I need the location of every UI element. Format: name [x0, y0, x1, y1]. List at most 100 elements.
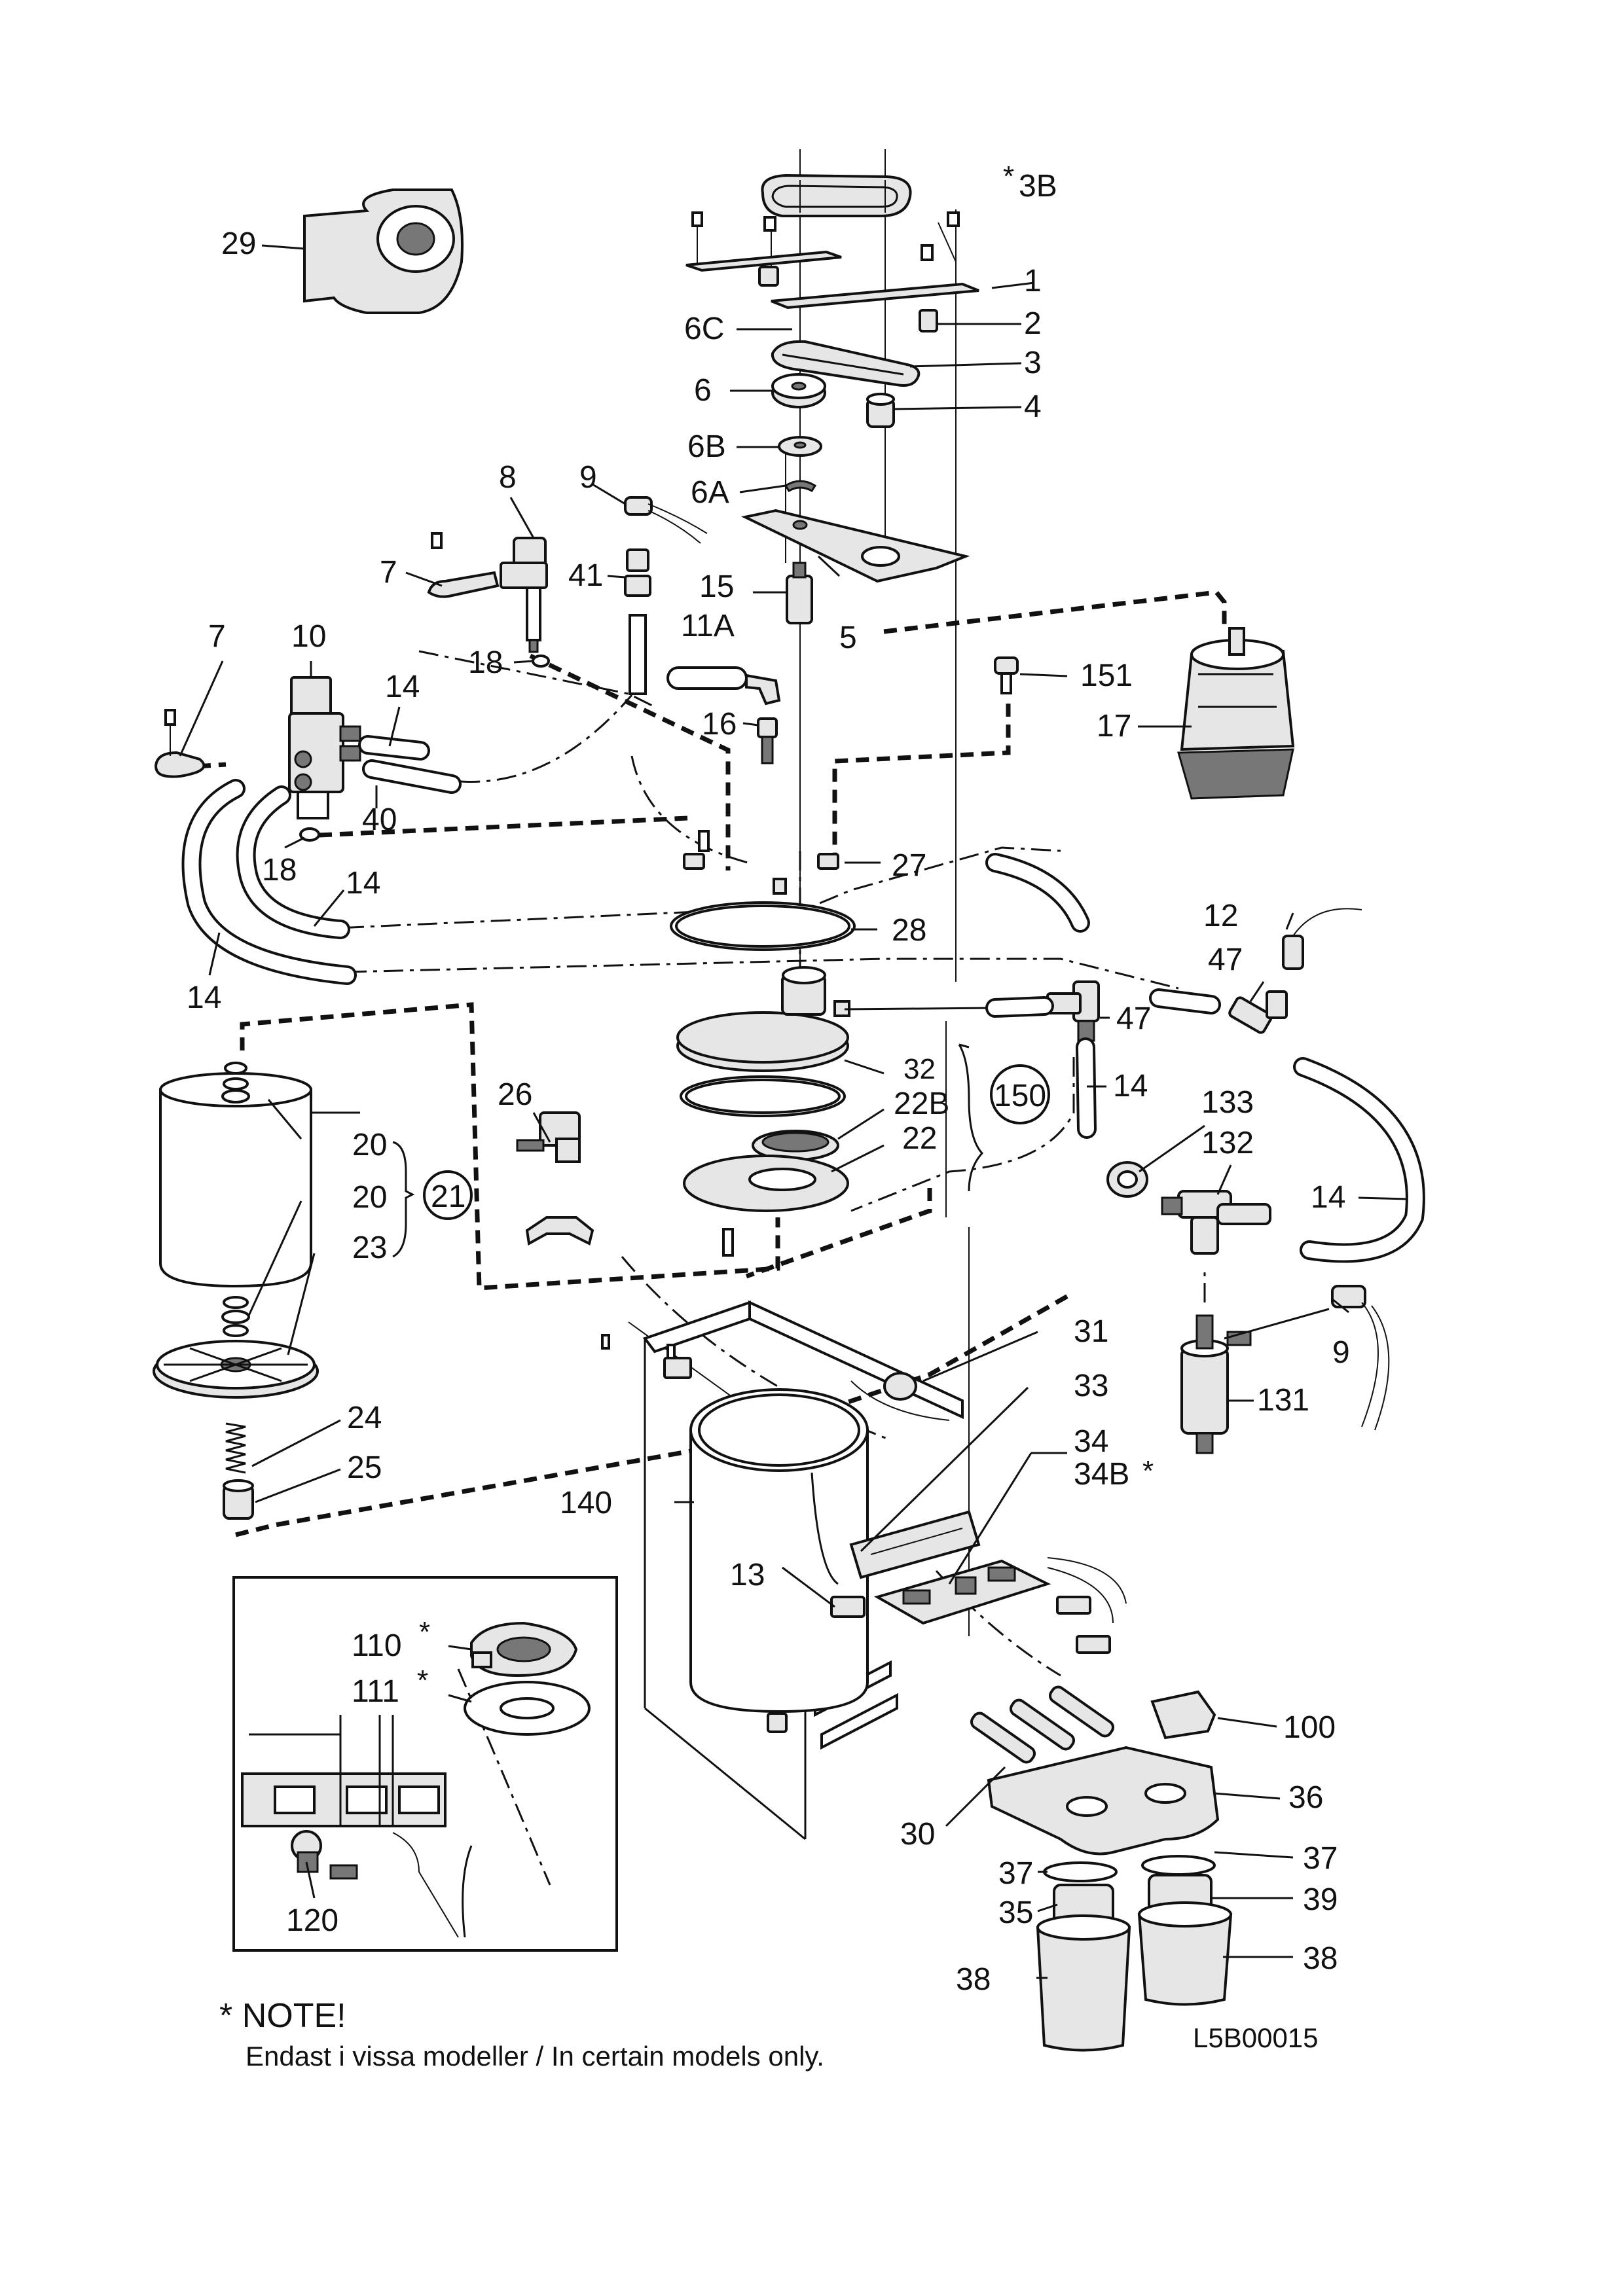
- nut-part-2: [919, 309, 938, 332]
- hose-segments-part-14: [985, 853, 1425, 1263]
- note-text: Endast i vissa modeller / In certain mod…: [246, 2041, 824, 2072]
- label-6A: 6A: [691, 475, 729, 510]
- label-151: 151: [1080, 658, 1133, 693]
- label-14-top: 14: [385, 670, 420, 704]
- label-47-mid: 47: [1116, 1001, 1151, 1036]
- label-14-right-mid: 14: [1113, 1069, 1148, 1103]
- label-20-top: 20: [352, 1128, 387, 1162]
- label-110-star: *: [419, 1616, 430, 1648]
- label-12: 12: [1203, 899, 1238, 933]
- label-100: 100: [1283, 1710, 1336, 1745]
- filter-cartridge-part-21: [159, 1062, 360, 1337]
- label-7-left: 7: [208, 619, 226, 654]
- sensor-part-12: [1282, 908, 1362, 970]
- label-1: 1: [1024, 264, 1042, 298]
- note-star: *: [219, 1997, 233, 2035]
- clamp-part-7-left: [154, 709, 206, 778]
- hose-part-14-short: [358, 735, 430, 761]
- label-34: 34: [1074, 1424, 1108, 1459]
- label-133: 133: [1201, 1085, 1254, 1120]
- label-120: 120: [286, 1903, 338, 1938]
- label-25: 25: [347, 1450, 382, 1485]
- label-9-top: 9: [579, 460, 597, 495]
- o-ring-part-18: [299, 655, 550, 842]
- label-15: 15: [699, 569, 734, 604]
- label-37-left: 37: [998, 1856, 1033, 1891]
- label-30: 30: [900, 1817, 935, 1852]
- label-32: 32: [903, 1053, 936, 1085]
- label-34B: 34B: [1074, 1457, 1129, 1492]
- callout-circle-150: 150: [990, 1064, 1050, 1124]
- label-17: 17: [1097, 709, 1131, 744]
- label-18-top: 18: [468, 645, 503, 680]
- belt-guard-part-3B: [761, 173, 912, 217]
- washer-part-6B: [778, 436, 822, 457]
- label-14-left: 14: [187, 980, 221, 1015]
- valve-block-part-10: [288, 676, 361, 819]
- label-39: 39: [1303, 1882, 1338, 1917]
- label-40: 40: [362, 802, 397, 837]
- circuit-board-part-33: [849, 1510, 981, 1579]
- label-5: 5: [839, 620, 857, 655]
- label-11A: 11A: [681, 609, 735, 643]
- label-23: 23: [352, 1230, 387, 1265]
- label-3B: 3B: [1019, 169, 1057, 204]
- label-38-left: 38: [956, 1962, 991, 1997]
- coupling-part-41: [624, 548, 651, 695]
- label-110: 110: [352, 1628, 402, 1663]
- cover-part-100: [1150, 1690, 1216, 1740]
- fitting-part-132: [1161, 1190, 1271, 1255]
- label-22B: 22B: [894, 1086, 949, 1121]
- valve-part-8: [500, 537, 548, 653]
- label-41: 41: [568, 558, 603, 593]
- screw-part-151: [994, 656, 1019, 694]
- label-6C: 6C: [684, 312, 724, 346]
- label-13: 13: [730, 1558, 765, 1592]
- clip-part-6A: [784, 480, 817, 493]
- label-132: 132: [1201, 1126, 1254, 1160]
- label-2: 2: [1024, 306, 1042, 341]
- label-6B: 6B: [687, 429, 726, 464]
- label-34B-star: *: [1142, 1455, 1154, 1487]
- label-22: 22: [902, 1121, 937, 1156]
- label-4: 4: [1024, 389, 1042, 424]
- cup-part-38: [1036, 1901, 1233, 2052]
- manifold-part-36: [987, 1746, 1220, 1856]
- callout-circle-21: 21: [423, 1170, 473, 1220]
- valve-part-131: [1180, 1314, 1252, 1454]
- pulley-part-6: [771, 373, 826, 408]
- label-14-mid: 14: [346, 866, 380, 901]
- heating-elements-part-30: [970, 1685, 1115, 1764]
- base-wheel-part-23: [153, 1340, 319, 1399]
- hose-part-40: [362, 759, 462, 794]
- circuit-board-part-34: [873, 1557, 1127, 1654]
- plug-part-25: [223, 1479, 254, 1520]
- label-7-top: 7: [380, 555, 397, 590]
- label-29: 29: [221, 226, 256, 261]
- label-111-star: *: [417, 1664, 428, 1696]
- hose-part-14-long: [181, 779, 357, 985]
- label-28: 28: [892, 913, 926, 948]
- bracket-part-7: [427, 532, 500, 598]
- boiler-part-140: [689, 1388, 869, 1733]
- inset-detail-box: [232, 1576, 618, 1952]
- label-26: 26: [498, 1077, 532, 1112]
- nut-part-133: [1106, 1161, 1148, 1198]
- tee-part-47: [1046, 980, 1288, 1042]
- seal-part-37: [1043, 1855, 1216, 1882]
- fitting-part-16: [757, 717, 778, 764]
- label-10: 10: [291, 619, 326, 654]
- label-9-right: 9: [1332, 1335, 1350, 1370]
- drawing-code: L5B00015: [1193, 2022, 1319, 2053]
- seal-part-32: [680, 1075, 846, 1117]
- label-leaders: [179, 244, 1408, 1979]
- solenoid-valve-part-26: [516, 1111, 594, 1246]
- cable-clip-part-31: [850, 1372, 950, 1421]
- belt-part-3: [771, 340, 921, 387]
- plug-part-9: [624, 496, 708, 544]
- insulation-roll-part-29: [303, 188, 464, 314]
- lid-part-150: [676, 966, 996, 1072]
- spring-part-24: [225, 1422, 246, 1474]
- label-27: 27: [892, 848, 926, 883]
